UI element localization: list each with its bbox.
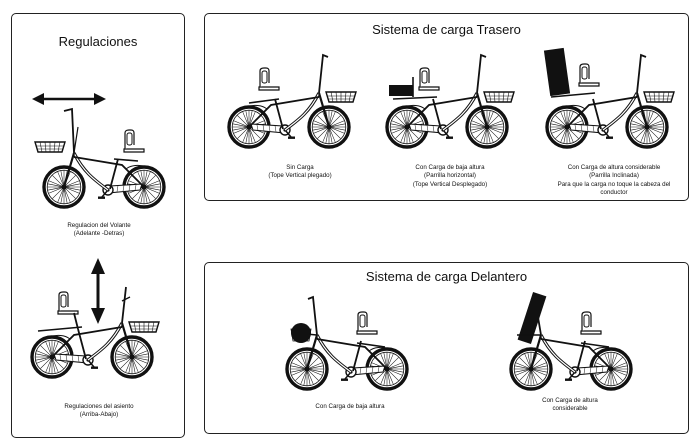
front-caption-low-load: Con Carga de baja altura xyxy=(295,403,405,411)
caption-line: (Parrilla Inclinada) xyxy=(589,172,639,180)
bicycle-rear-no-load xyxy=(229,53,357,147)
caption-line: Con Carga de altura considerable xyxy=(567,164,661,171)
regulations-title: Regulaciones xyxy=(58,34,138,49)
bicycle-seat-regulation xyxy=(32,286,160,377)
front-caption-high-load: Con Carga de altura considerable xyxy=(515,397,625,414)
caption-line: (Tope Vertical plegado) xyxy=(268,172,332,180)
caption-line: Con Carga de baja altura xyxy=(415,164,485,171)
caption-line: Regulacion del Volante xyxy=(67,222,131,229)
caption-line: (Tope Vertical Desplegado) xyxy=(412,180,488,188)
caption-line: Para que la carga no toque la cabeza del xyxy=(557,180,671,188)
front-cargo-title: Sistema de carga Delantero xyxy=(365,269,528,284)
bicycle-rear-low-load xyxy=(387,53,515,147)
caption-line: Sin Carga xyxy=(286,164,314,171)
caption-line: Con Carga de altura xyxy=(542,397,598,404)
bicycle-front-high-load xyxy=(511,292,631,389)
caption-line: considerable xyxy=(552,405,588,413)
caption-line: (Arriba-Abajo) xyxy=(79,411,119,419)
rear-caption-low-load: Con Carga de baja altura (Parrilla horiz… xyxy=(395,164,505,189)
bicycle-handlebar-regulation xyxy=(34,107,164,207)
front-low-cargo xyxy=(291,323,311,343)
rear-caption-no-load: Sin Carga (Tope Vertical plegado) xyxy=(245,164,355,181)
bicycle-front-low-load xyxy=(287,295,407,389)
rear-caption-high-load: Con Carga de altura considerable (Parril… xyxy=(539,164,689,198)
front-tall-cargo xyxy=(517,292,547,344)
vertical-adjust-arrow-icon xyxy=(91,258,105,324)
caption-line: conductor xyxy=(600,189,628,197)
caption-line: (Parrilla horizontal) xyxy=(424,172,476,180)
caption-line: Regulaciones del asiento xyxy=(64,403,134,410)
caption-line: (Adelante -Detras) xyxy=(73,230,125,238)
bicycle-rear-high-load xyxy=(543,47,675,147)
seat-regulation-caption: Regulaciones del asiento (Arriba-Abajo) xyxy=(12,403,186,420)
caption-line: Con Carga de baja altura xyxy=(315,403,385,410)
rear-cargo-panel: Sistema de carga Trasero Sin Carga (Tope… xyxy=(204,13,689,201)
tall-cargo-box xyxy=(543,47,571,97)
low-cargo-box xyxy=(389,85,413,96)
rear-cargo-title: Sistema de carga Trasero xyxy=(372,22,521,37)
handlebar-regulation-caption: Regulacion del Volante (Adelante -Detras… xyxy=(12,222,186,239)
horizontal-adjust-arrow-icon xyxy=(32,93,106,105)
